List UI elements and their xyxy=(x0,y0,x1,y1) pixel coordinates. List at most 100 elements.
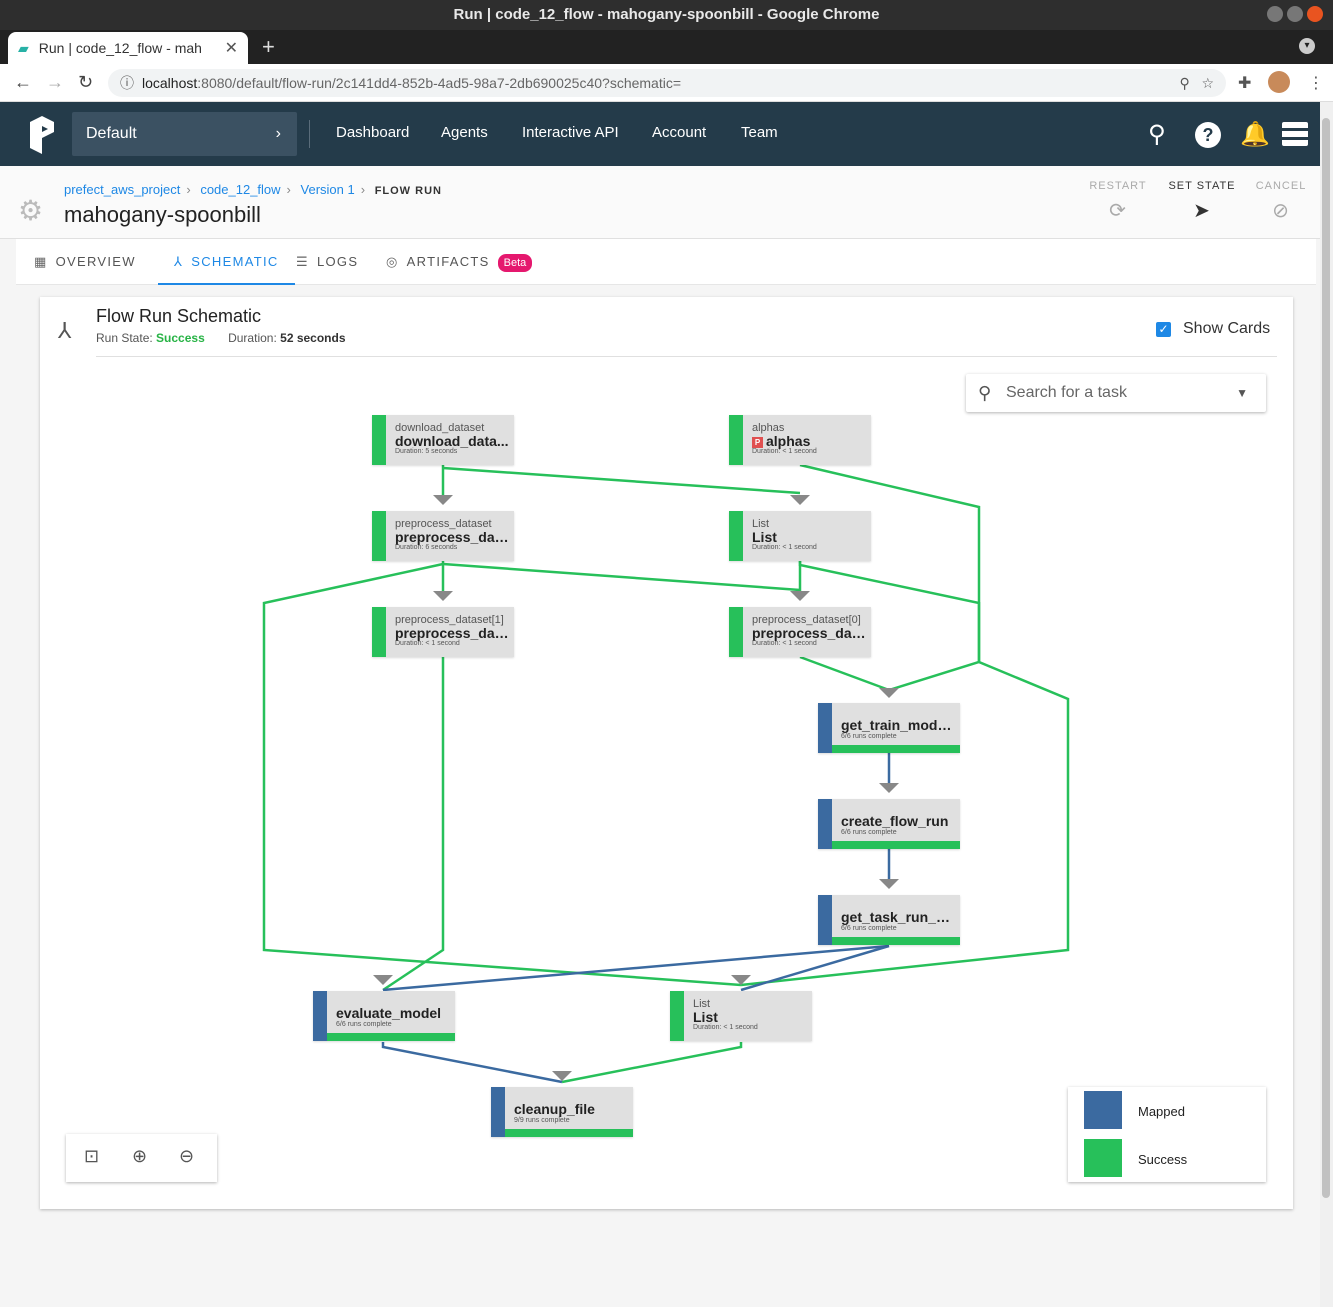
prefect-logo-icon[interactable] xyxy=(28,116,56,154)
overview-icon: ▦ xyxy=(34,254,48,269)
zoom-in-icon[interactable]: ⊕ xyxy=(132,1146,148,1166)
browser-tab-title: Run | code_12_flow - mah xyxy=(38,40,202,56)
flow-run-header: ⚙ prefect_aws_project› code_12_flow› Ver… xyxy=(0,166,1320,239)
tab-search-icon[interactable]: ▾ xyxy=(1299,38,1315,54)
status-bar xyxy=(670,991,684,1041)
task-detail: 6/6 runs complete xyxy=(336,1021,392,1028)
breadcrumb-flow[interactable]: code_12_flow xyxy=(200,182,281,197)
progress-bar xyxy=(832,937,960,945)
nav-account[interactable]: Account xyxy=(652,124,707,141)
task-card-preprocess-dataset-0[interactable]: preprocess_dataset[0]preprocess_dat...Du… xyxy=(729,607,871,657)
checkbox-checked-icon[interactable]: ✓ xyxy=(1156,321,1171,337)
tab-artifacts-label: ARTIFACTS xyxy=(406,254,490,269)
logs-icon: ☰ xyxy=(296,254,309,269)
bookmark-star-icon[interactable]: ⚲ ☆ xyxy=(1179,75,1214,91)
minimize-button[interactable] xyxy=(1267,6,1283,22)
restart-button[interactable]: RESTART⟳ xyxy=(1078,180,1158,223)
tab-logs[interactable]: ☰LOGS xyxy=(296,239,358,285)
prefect-favicon-icon: ▰ xyxy=(18,39,29,56)
task-search-input[interactable]: ⚲ Search for a task ▼ xyxy=(966,374,1266,412)
tab-schematic[interactable]: ⅄SCHEMATIC xyxy=(158,239,295,285)
status-bar xyxy=(372,607,386,657)
search-icon[interactable]: ⚲ xyxy=(1148,121,1166,148)
restart-label: RESTART xyxy=(1089,180,1147,192)
browser-menu-icon[interactable]: ⋮ xyxy=(1308,75,1324,92)
progress-bar xyxy=(832,745,960,753)
extensions-icon[interactable]: ✚ xyxy=(1238,75,1252,92)
back-icon[interactable]: ← xyxy=(14,72,32,92)
tab-overview[interactable]: ▦OVERVIEW xyxy=(34,239,136,285)
cancel-button[interactable]: CANCEL ⊘ xyxy=(1241,180,1321,223)
task-slug: List xyxy=(693,998,711,1010)
show-cards-toggle[interactable]: ✓Show Cards xyxy=(1156,320,1270,338)
breadcrumb-project[interactable]: prefect_aws_project xyxy=(64,182,181,197)
project-selector[interactable]: Default› xyxy=(72,112,297,156)
address-bar[interactable]: ⓘ localhost:8080/default/flow-run/2c141d… xyxy=(108,69,1226,97)
search-icon: ⚲ xyxy=(978,383,992,403)
legend-mapped-label: Mapped xyxy=(1138,1104,1185,1119)
task-name: alphas xyxy=(766,433,811,449)
set-state-button[interactable]: SET STATE➤ xyxy=(1162,180,1242,223)
breadcrumb-version[interactable]: Version 1 xyxy=(300,182,355,197)
task-slug: preprocess_dataset[0] xyxy=(752,614,861,626)
task-detail: Duration: 5 seconds xyxy=(395,448,458,455)
notifications-bell-icon[interactable]: 🔔 xyxy=(1240,121,1270,148)
task-search-placeholder: Search for a task xyxy=(1006,384,1127,401)
task-slug: preprocess_dataset[1] xyxy=(395,614,504,626)
task-name: List xyxy=(693,1009,718,1025)
run-state-label: Run State: xyxy=(96,331,153,345)
task-card-get-task-run-result[interactable]: get_task_run_re...6/6 runs complete xyxy=(818,895,960,945)
task-detail: Duration: < 1 second xyxy=(752,448,817,455)
browser-tab[interactable]: ▰ Run | code_12_flow - mah ✕ xyxy=(8,32,248,64)
task-card-get-train-model[interactable]: get_train_mode...6/6 runs complete xyxy=(818,703,960,753)
server-status-icon[interactable] xyxy=(1282,122,1308,146)
nav-team[interactable]: Team xyxy=(741,124,778,141)
dropdown-arrow-icon[interactable]: ▼ xyxy=(1236,386,1248,400)
status-bar xyxy=(491,1087,505,1137)
site-info-icon[interactable]: ⓘ xyxy=(120,75,134,91)
app-header: Default› Dashboard Agents Interactive AP… xyxy=(0,102,1320,166)
maximize-button[interactable] xyxy=(1287,6,1303,22)
profile-avatar[interactable] xyxy=(1268,71,1290,93)
task-detail: Duration: < 1 second xyxy=(693,1024,758,1031)
recenter-icon[interactable]: ⊡ xyxy=(84,1146,100,1166)
cancel-label: CANCEL xyxy=(1255,180,1307,192)
progress-bar xyxy=(327,1033,455,1041)
close-window-button[interactable] xyxy=(1307,6,1323,22)
nav-interactive-api[interactable]: Interactive API xyxy=(522,124,619,141)
new-tab-icon[interactable]: + xyxy=(262,34,275,59)
help-icon[interactable]: ? xyxy=(1195,122,1221,148)
close-tab-icon[interactable]: ✕ xyxy=(224,40,238,57)
url-path: :8080/default/flow-run/2c141dd4-852b-4ad… xyxy=(197,75,682,91)
status-bar xyxy=(729,415,743,465)
nav-agents[interactable]: Agents xyxy=(441,124,488,141)
forward-icon[interactable]: → xyxy=(46,72,64,92)
task-name: download_data... xyxy=(395,433,509,449)
run-state-value: Success xyxy=(156,331,205,345)
reload-icon[interactable]: ↻ xyxy=(78,72,94,92)
scrollbar-thumb[interactable] xyxy=(1322,118,1330,1198)
breadcrumb-chevron-icon: › xyxy=(286,182,291,197)
task-slug: download_dataset xyxy=(395,422,485,434)
task-card-preprocess-dataset-1[interactable]: preprocess_dataset[1]preprocess_dat...Du… xyxy=(372,607,514,657)
task-name: get_train_mode... xyxy=(841,717,955,733)
task-detail: Duration: < 1 second xyxy=(752,544,817,551)
status-bar xyxy=(372,511,386,561)
zoom-out-icon[interactable]: ⊖ xyxy=(179,1146,195,1166)
duration-value: 52 seconds xyxy=(280,331,346,345)
nav-dashboard[interactable]: Dashboard xyxy=(336,124,410,141)
cancel-icon: ⊘ xyxy=(1272,200,1290,222)
task-detail: 9/9 runs complete xyxy=(514,1117,570,1124)
task-name: preprocess_dat... xyxy=(395,529,509,545)
status-bar xyxy=(313,991,327,1041)
